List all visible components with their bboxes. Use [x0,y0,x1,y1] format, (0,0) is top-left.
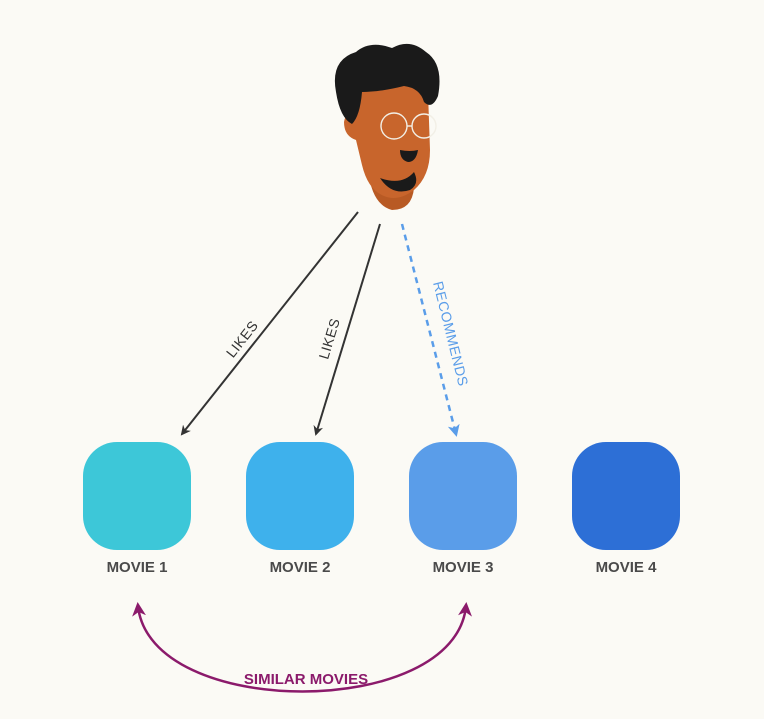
movie-2-tile [246,442,354,550]
likes-label-2: LIKES [315,316,343,361]
movie-3: MOVIE 3 [409,442,517,576]
movie-1-tile [83,442,191,550]
movie-1: MOVIE 1 [83,442,191,576]
movie-3-label: MOVIE 3 [433,559,494,576]
movie-4-tile [572,442,680,550]
user-avatar-icon [334,43,440,210]
movie-3-tile [409,442,517,550]
similar-movies-label: SIMILAR MOVIES [244,671,368,688]
similar-movies-arrow [132,602,472,693]
movie-1-label: MOVIE 1 [107,559,168,576]
likes-label-1: LIKES [223,317,262,360]
movie-2: MOVIE 2 [246,442,354,576]
movie-4: MOVIE 4 [572,442,680,576]
likes-arrow-2 [313,223,381,436]
likes-arrow-1 [180,211,359,436]
movie-2-label: MOVIE 2 [270,559,331,576]
movie-4-label: MOVIE 4 [596,559,658,576]
recommends-label: RECOMMENDS [430,280,472,388]
recommends-arrow [400,223,460,437]
